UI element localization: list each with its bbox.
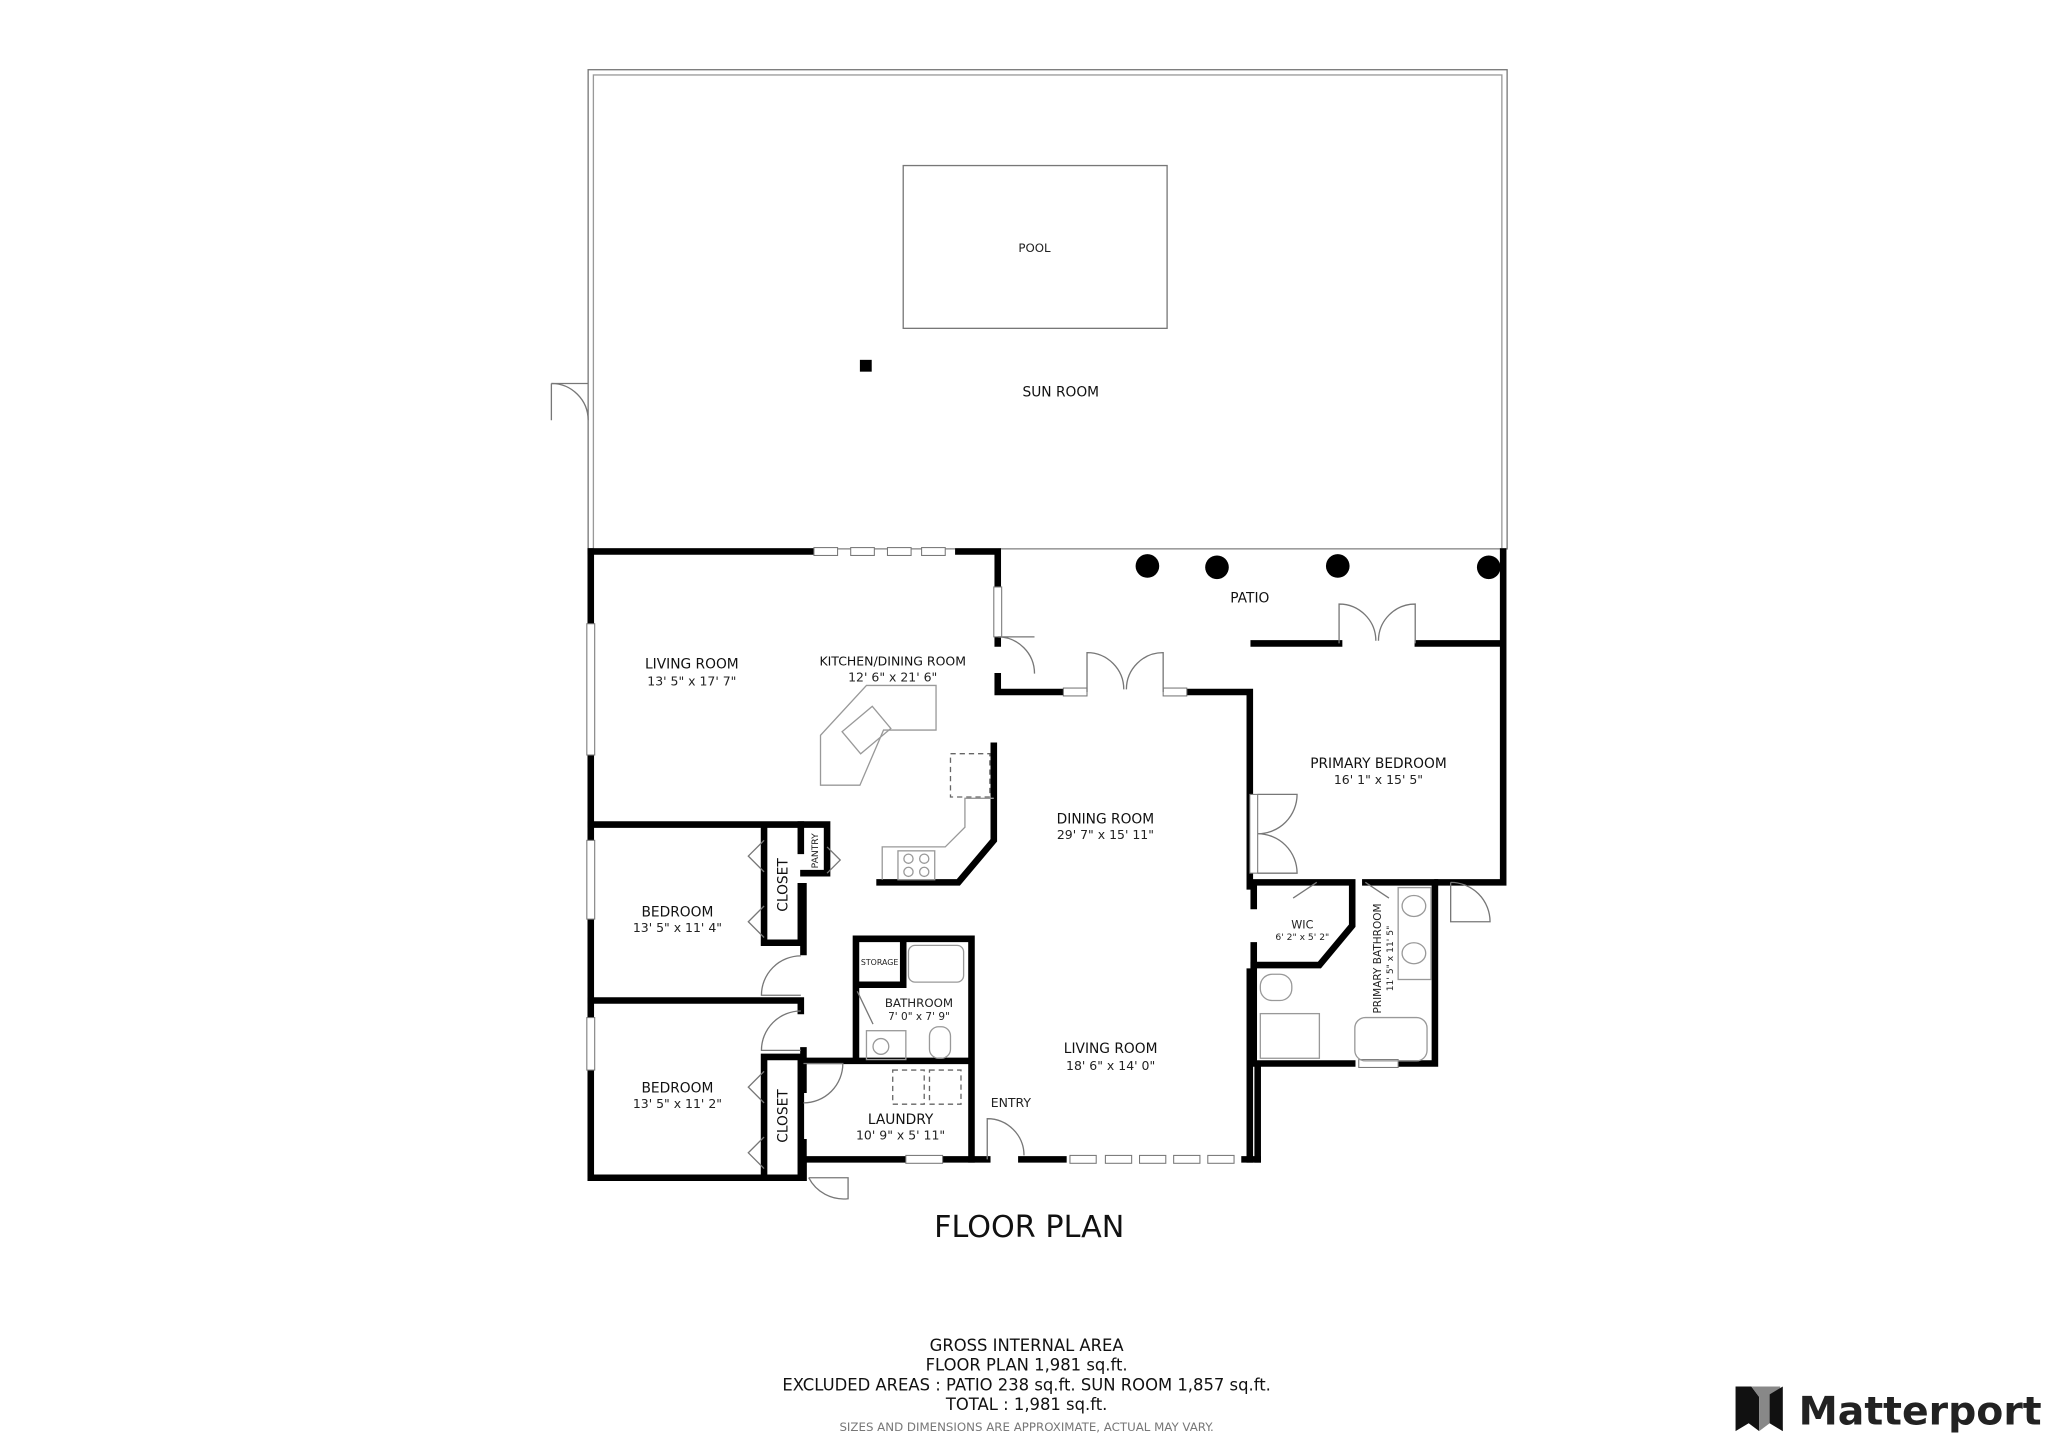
room-label-bathroom: BATHROOM [885, 996, 953, 1010]
fixtures [819, 684, 1432, 1105]
room-label-wic: WIC [1291, 918, 1313, 931]
room-label-kitchen: KITCHEN/DINING ROOM [819, 654, 966, 669]
stove [897, 850, 936, 881]
room-size-primary-bathroom: 11' 5" x 11' 5" [1385, 926, 1396, 992]
room-size-living-room-2: 18' 6" x 14' 0" [1066, 1058, 1155, 1073]
toilet [928, 1026, 952, 1059]
room-label-entry: ENTRY [991, 1095, 1032, 1110]
room-size-wic: 6' 2" x 5' 2" [1275, 932, 1329, 943]
pool-outline [902, 164, 1168, 329]
room-label-sun-room: SUN ROOM [1022, 385, 1099, 401]
matterport-logo-icon [1735, 1386, 1783, 1432]
room-label-primary-bathroom: PRIMARY BATHROOM [1372, 903, 1384, 1013]
room-label-pool: POOL [1018, 241, 1051, 255]
area-heading: GROSS INTERNAL AREA [930, 1336, 1125, 1355]
room-size-kitchen: 12' 6" x 21' 6" [848, 669, 937, 684]
room-label-storage: STORAGE [861, 958, 898, 967]
room-label-living-room-2: LIVING ROOM [1064, 1041, 1158, 1057]
kitchen-sink [841, 705, 892, 755]
room-size-bathroom: 7' 0" x 7' 9" [888, 1011, 950, 1023]
room-size-bedroom-1: 13' 5" x 11' 4" [633, 920, 722, 935]
room-label-patio: PATIO [1230, 591, 1269, 607]
room-size-primary-bedroom: 16' 1" x 15' 5" [1334, 772, 1423, 787]
windows [586, 547, 1399, 1164]
sink [865, 1030, 907, 1061]
area-excluded: EXCLUDED AREAS : PATIO 238 sq.ft. SUN RO… [782, 1375, 1270, 1394]
patio-columns [1135, 554, 1501, 580]
disclaimer: SIZES AND DIMENSIONS ARE APPROXIMATE, AC… [839, 1420, 1213, 1434]
room-label-bedroom-2: BEDROOM [641, 1080, 713, 1096]
room-size-living-room: 13' 5" x 17' 7" [647, 673, 736, 688]
bathtub [907, 944, 965, 983]
matterport-wordmark: Matterport [1799, 1389, 2042, 1435]
room-label-laundry: LAUNDRY [868, 1112, 934, 1128]
sun-room-outline [550, 69, 1508, 550]
room-label-dining-room: DINING ROOM [1057, 811, 1154, 827]
room-label-living-room: LIVING ROOM [645, 656, 739, 672]
room-label-bedroom-1: BEDROOM [641, 904, 713, 920]
doors [747, 603, 1491, 1200]
matterport-logo: Matterport [1735, 1386, 2042, 1435]
room-label-pantry: PANTRY [810, 833, 821, 868]
room-label-closet-1: CLOSET [776, 858, 792, 912]
room-size-laundry: 10' 9" x 5' 11" [856, 1128, 945, 1143]
room-label-primary-bedroom: PRIMARY BEDROOM [1310, 756, 1447, 772]
column [859, 359, 872, 372]
floor-plan-title: FLOOR PLAN [934, 1210, 1124, 1245]
room-label-closet-2: CLOSET [776, 1089, 792, 1143]
room-size-dining-room: 29' 7" x 15' 11" [1057, 827, 1154, 842]
area-floor-plan: FLOOR PLAN 1,981 sq.ft. [926, 1356, 1128, 1375]
walls [587, 548, 1507, 1182]
room-size-bedroom-2: 13' 5" x 11' 2" [633, 1096, 722, 1111]
area-total: TOTAL : 1,981 sq.ft. [945, 1395, 1108, 1414]
